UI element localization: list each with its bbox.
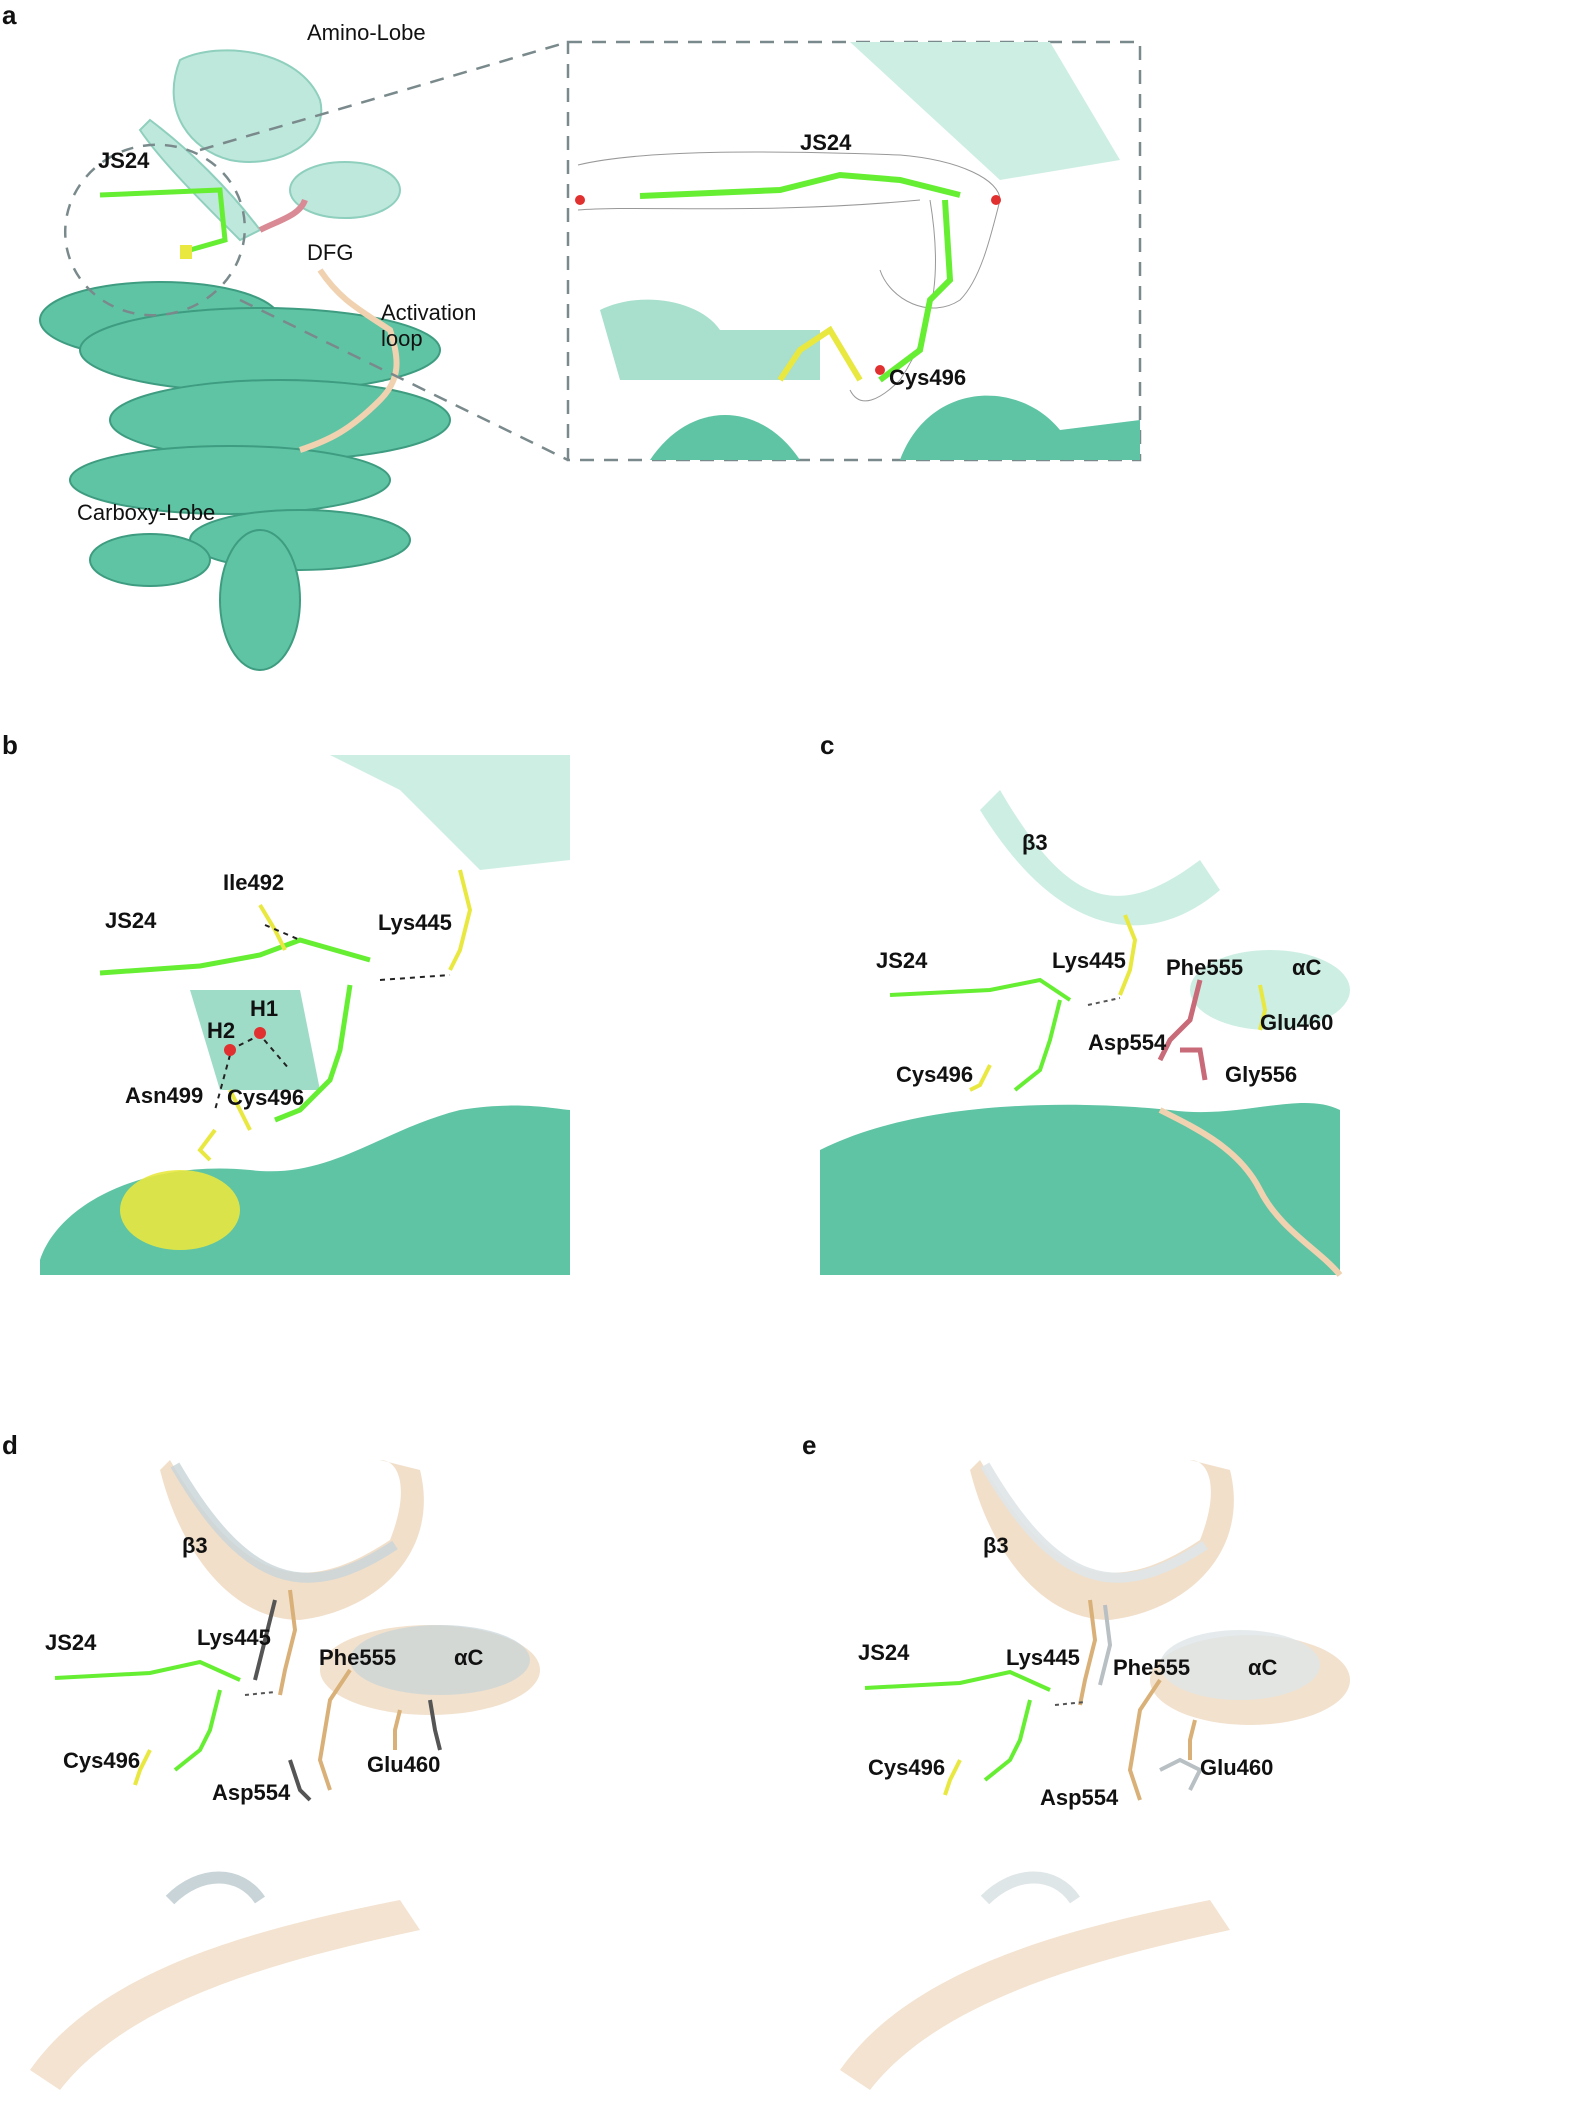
panel-label-e: e (802, 1430, 817, 1460)
panel-label-d: d (2, 1430, 18, 1460)
label-alpha-c: αC (1248, 1655, 1278, 1680)
inset-label-js24: JS24 (800, 130, 852, 155)
label-alpha-c: αC (1292, 955, 1322, 980)
panel-e-structure (840, 1460, 1350, 2090)
label-beta3: β3 (983, 1533, 1009, 1558)
label-glu460: Glu460 (1200, 1755, 1274, 1780)
label-phe555: Phe555 (1166, 955, 1244, 980)
label-lys445: Lys445 (1052, 948, 1126, 973)
label-ile492: Ile492 (223, 870, 285, 895)
panel-label-a: a (2, 0, 17, 30)
panel-d: d β3 JS24 Lys445 Phe555 αC Cys496 Glu460 (0, 1430, 787, 2111)
label-beta3: β3 (182, 1533, 208, 1558)
panel-b: b JS24 Ile492 Lys445 H1 H2 Asn499 Cys496 (0, 730, 787, 1430)
panel-label-c: c (820, 730, 835, 760)
panel-label-b: b (2, 730, 18, 760)
label-asp554: Asp554 (1040, 1785, 1119, 1810)
label-phe555: Phe555 (319, 1645, 397, 1670)
label-h2: H2 (207, 1018, 236, 1043)
label-asp554: Asp554 (1088, 1030, 1167, 1055)
panel-e: e β3 JS24 Lys445 Phe555 αC Cys496 Glu460… (800, 1430, 1574, 2111)
label-cys496: Cys496 (227, 1085, 305, 1110)
label-js24: JS24 (876, 948, 928, 973)
label-lys445: Lys445 (1006, 1645, 1080, 1670)
label-js24: JS24 (45, 1630, 97, 1655)
label-gly556: Gly556 (1225, 1062, 1298, 1087)
panel-c: c β3 JS24 Lys445 Phe555 αC Glu460 Asp554… (820, 730, 1574, 1430)
label-carboxy-lobe: Carboxy-Lobe (77, 500, 216, 525)
panel-d-structure (30, 1460, 540, 2090)
panel-b-structure (40, 755, 570, 1275)
label-activation: Activation (381, 300, 477, 325)
label-h1: H1 (250, 996, 279, 1021)
label-js24: JS24 (98, 148, 150, 173)
label-phe555: Phe555 (1113, 1655, 1191, 1680)
panel-a: a (0, 0, 1574, 720)
panel-a-structure (39, 40, 1142, 671)
label-lys445: Lys445 (197, 1625, 271, 1650)
label-glu460: Glu460 (1260, 1010, 1334, 1035)
label-asn499: Asn499 (125, 1083, 204, 1108)
panel-c-structure (820, 790, 1350, 1277)
label-js24: JS24 (105, 908, 157, 933)
label-alpha-c: αC (454, 1645, 484, 1670)
label-beta3: β3 (1022, 830, 1048, 855)
label-lys445: Lys445 (378, 910, 452, 935)
label-asp554: Asp554 (212, 1780, 291, 1805)
label-glu460: Glu460 (367, 1752, 441, 1777)
inset-structure (575, 42, 1140, 460)
inset-label-cys496: Cys496 (889, 365, 967, 390)
label-loop: loop (381, 326, 423, 351)
label-dfg: DFG (307, 240, 354, 265)
label-cys496: Cys496 (63, 1748, 141, 1773)
label-js24: JS24 (858, 1640, 910, 1665)
label-cys496: Cys496 (896, 1062, 974, 1087)
label-cys496: Cys496 (868, 1755, 946, 1780)
label-amino-lobe: Amino-Lobe (307, 20, 426, 45)
